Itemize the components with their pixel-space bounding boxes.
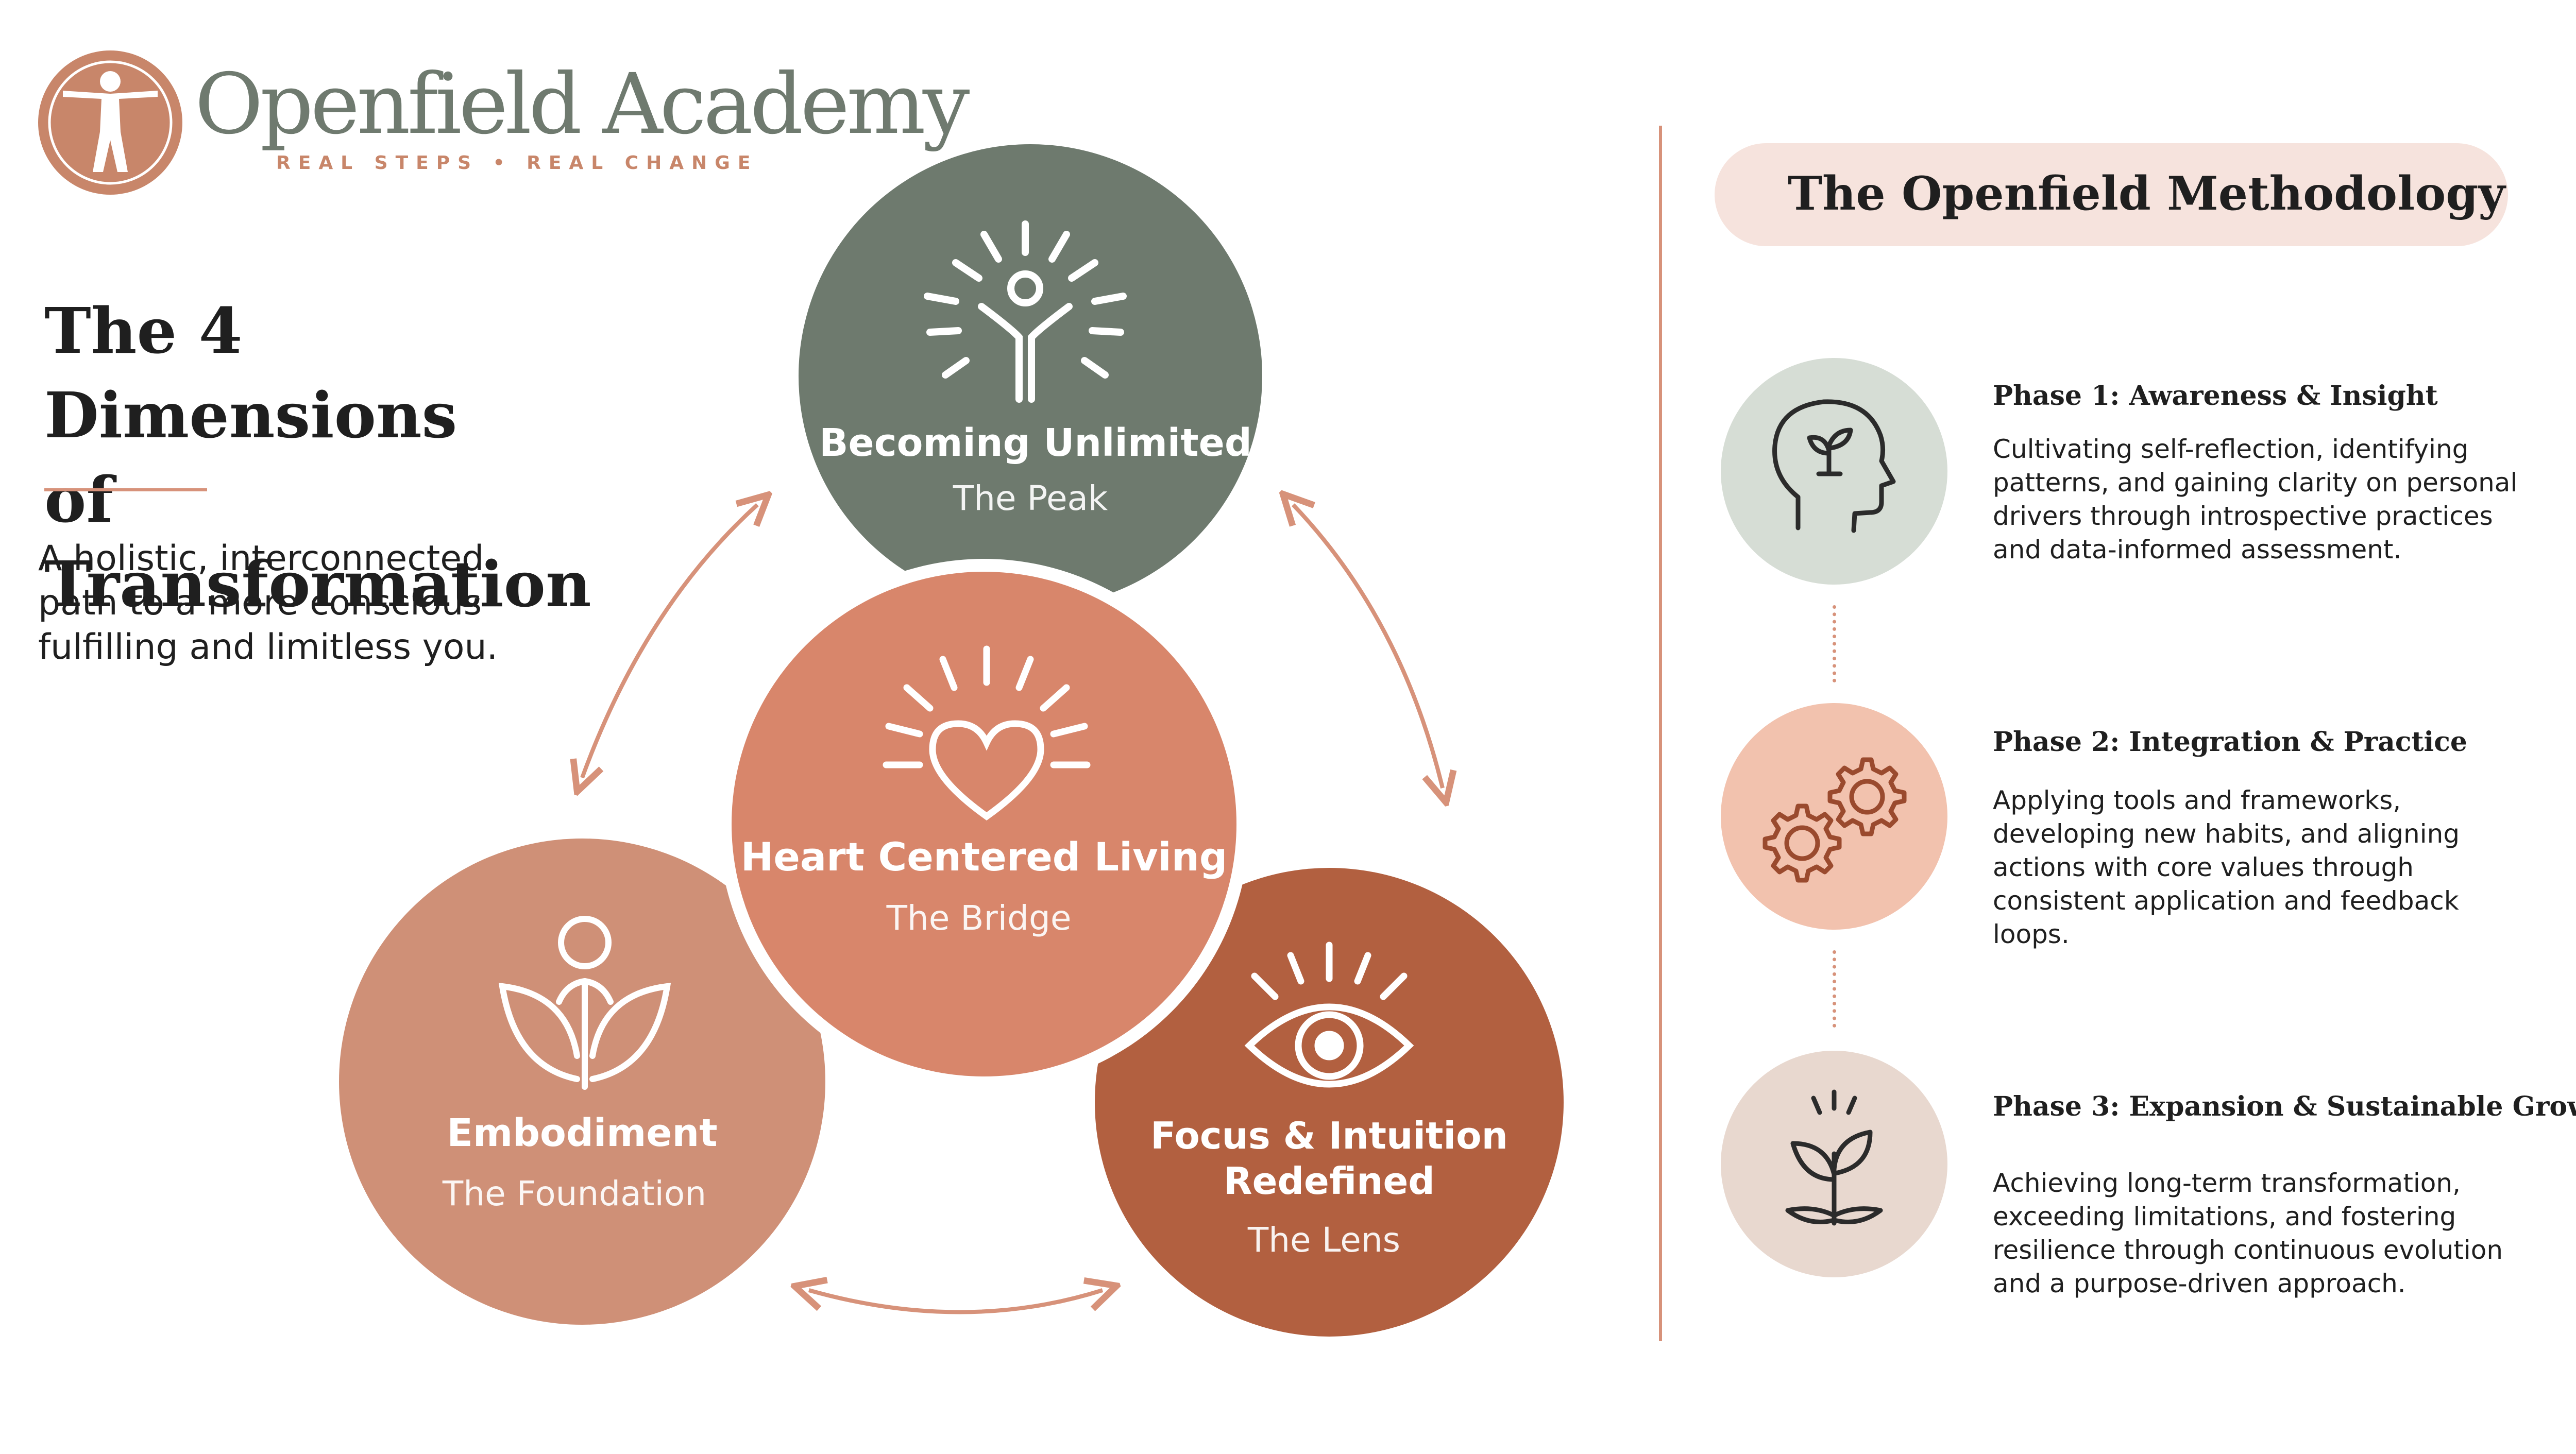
arrow-embodiment-to-peak — [582, 505, 757, 778]
desc-line: exceeding limitations, and fostering — [1993, 1202, 2456, 1231]
desc-line: consistent application and feedback — [1993, 886, 2459, 916]
desc-line: drivers through introspective practices — [1993, 501, 2493, 531]
phase-connector-dots — [1833, 950, 1836, 1028]
dimension-heart-centered-living: Heart Centered Living The Bridge — [719, 559, 1249, 1089]
dimension-title: Embodiment — [447, 1111, 717, 1155]
phase-3-description: Achieving long-term transformation, exce… — [1993, 1167, 2560, 1301]
heart-radiant-icon — [883, 645, 1091, 820]
head-sprout-icon — [1772, 399, 1896, 533]
methodology-heading-pill — [1715, 143, 2508, 246]
phase-3-title: Phase 3: Expansion & Sustainable Growth — [1993, 1091, 2576, 1122]
desc-line: Cultivating self-reflection, identifying — [1993, 434, 2469, 464]
desc-line: developing new habits, and aligning — [1993, 819, 2460, 849]
phase-1-description: Cultivating self-reflection, identifying… — [1993, 433, 2560, 567]
dimension-subtitle: The Peak — [953, 478, 1108, 518]
dimension-subtitle: The Lens — [1247, 1220, 1400, 1260]
dimensions-diagram: Becoming Unlimited The Peak Embodiment T… — [339, 144, 1564, 1337]
desc-line: Applying tools and frameworks, — [1993, 785, 2401, 815]
page-subtitle: A holistic, interconnected path to a mor… — [38, 537, 553, 670]
phase-1-icon-circle — [1721, 358, 1947, 585]
arrow-foundation-to-lens — [809, 1290, 1103, 1314]
section-divider — [1659, 126, 1662, 1341]
desc-line: loops. — [1993, 919, 2070, 949]
phase-connector-dots — [1833, 605, 1836, 682]
dimension-subtitle: The Foundation — [442, 1174, 706, 1213]
desc-line: Achieving long-term transformation, — [1993, 1168, 2461, 1198]
dimension-focus-intuition: Focus & Intuition Redefined The Lens — [1095, 868, 1564, 1337]
subtitle-line-3: fulfilling and limitless you. — [38, 627, 498, 668]
phase-1-title: Phase 1: Awareness & Insight — [1993, 380, 2438, 412]
phase-2-icon-circle — [1721, 703, 1947, 930]
subtitle-line-2: path to a more conscious — [38, 583, 482, 623]
dimension-embodiment: Embodiment The Foundation — [339, 839, 825, 1325]
subtitle-line-1: A holistic, interconnected — [38, 538, 484, 579]
person-radiant-icon — [924, 220, 1127, 403]
phase-3-icon-circle — [1721, 1051, 1947, 1277]
title-line-1: The 4 Dimensions — [44, 294, 457, 452]
dimension-title-line-1: Focus & Intuition — [1150, 1114, 1508, 1157]
dimension-title: Heart Centered Living — [741, 834, 1227, 880]
brand-tagline: REAL STEPS • REAL CHANGE — [276, 152, 758, 174]
desc-line: resilience through continuous evolution — [1993, 1235, 2503, 1265]
desc-line: and data-informed assessment. — [1993, 535, 2402, 565]
page-title: The 4 Dimensions of Transformation — [44, 288, 611, 626]
logo-person-figure-icon — [38, 50, 182, 195]
dimension-title-line-2: Redefined — [1224, 1159, 1435, 1203]
dimension-becoming-unlimited: Becoming Unlimited The Peak — [799, 144, 1262, 608]
desc-line: patterns, and gaining clarity on persona… — [1993, 468, 2518, 498]
phase-2-description: Applying tools and frameworks, developin… — [1993, 784, 2560, 951]
growing-plant-icon — [1785, 1089, 1883, 1226]
title-divider — [44, 488, 207, 491]
desc-line: and a purpose-driven approach. — [1993, 1269, 2406, 1298]
dimension-subtitle: The Bridge — [886, 898, 1072, 938]
phase-2-title: Phase 2: Integration & Practice — [1993, 726, 2468, 758]
eye-radiant-icon — [1244, 942, 1414, 1088]
arrow-peak-to-lens — [1293, 505, 1443, 788]
gears-icon — [1762, 757, 1907, 883]
brand-name: Openfield Academy — [195, 56, 970, 153]
person-leaves-icon — [498, 916, 671, 1090]
dimension-title: Becoming Unlimited — [819, 421, 1252, 465]
desc-line: actions with core values through — [1993, 852, 2414, 882]
methodology-heading: The Openfield Methodology — [1788, 166, 2505, 221]
title-line-2: of Transformation — [44, 463, 591, 621]
